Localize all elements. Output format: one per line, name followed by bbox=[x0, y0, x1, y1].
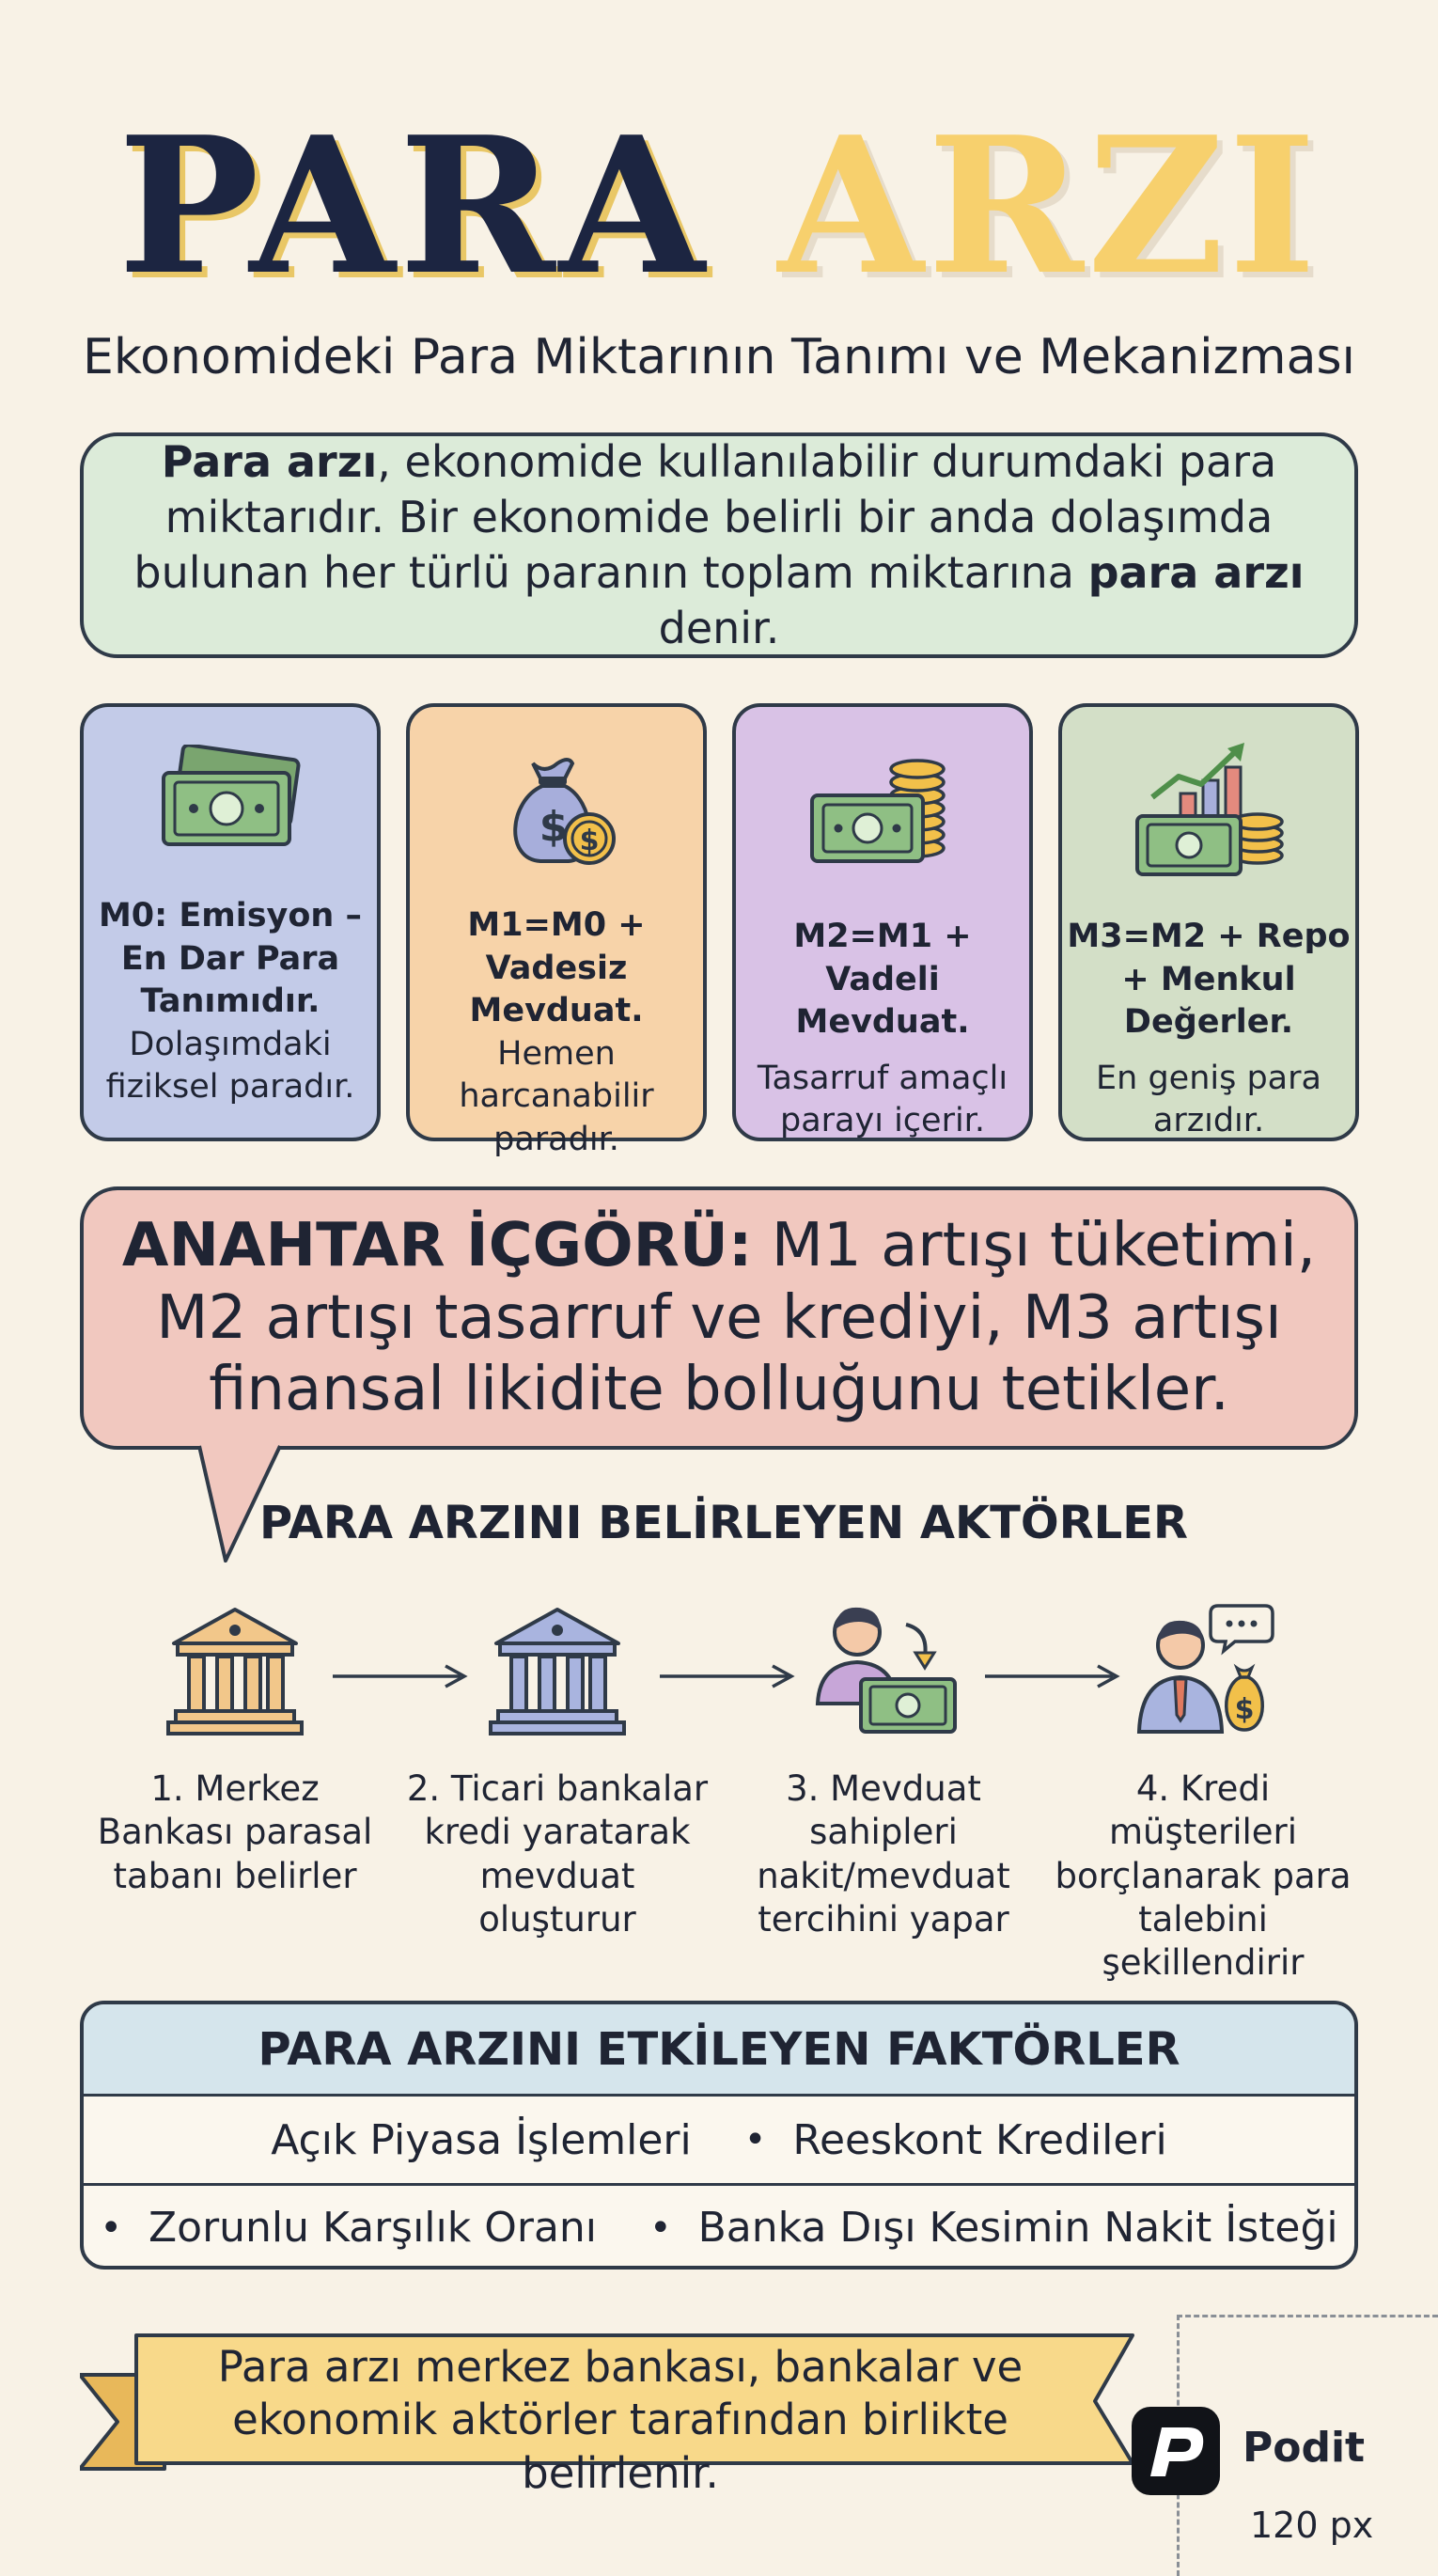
definition-bold-term: Para arzı bbox=[161, 436, 378, 488]
factor-item: • Reeskont Kredileri bbox=[744, 2116, 1167, 2164]
factor-rediscount: Reeskont Kredileri bbox=[792, 2115, 1167, 2164]
definition-bold-term-2: para arzı bbox=[1087, 547, 1305, 598]
actor-commercial-banks: 2. Ticari bankalar kredi yaratarak mevdu… bbox=[402, 1598, 712, 1941]
svg-text:$: $ bbox=[580, 825, 600, 857]
title-word-arzi: ARZI bbox=[777, 96, 1321, 317]
definition-text-part1: , ekonomide kullanılabilir durumdaki par… bbox=[133, 436, 1277, 598]
card-m1-heading: M1=M0 + Vadesiz Mevduat. bbox=[467, 906, 646, 1029]
cash-coins-icon bbox=[736, 745, 1029, 933]
card-m3: M3=M2 + Repo + Menkul Değerler. En geniş… bbox=[1058, 703, 1359, 1141]
definition-text: Para arzı, ekonomide kullanılabilir duru… bbox=[121, 434, 1317, 656]
ribbon-text: Para arzı merkez bankası, bankalar ve ek… bbox=[217, 2342, 1024, 2498]
factor-item: Açık Piyasa İşlemleri bbox=[271, 2116, 692, 2164]
key-insight-text: ANAHTAR İÇGÖRÜ: M1 artışı tüketimi, M2 a… bbox=[121, 1210, 1317, 1426]
card-m1: $ $ M1=M0 + Vadesiz Mevduat. Hemen harca… bbox=[406, 703, 707, 1158]
factor-cash-demand: Banka Dışı Kesimin Nakit İsteği bbox=[697, 2204, 1338, 2252]
bullet-icon: • bbox=[743, 2118, 767, 2161]
factor-item: • Banka Dışı Kesimin Nakit İsteği bbox=[649, 2204, 1338, 2252]
card-m2-description: Tasarruf amaçlı parayı içerir. bbox=[757, 1059, 1008, 1140]
crop-guide-horizontal bbox=[1177, 2315, 1438, 2317]
definition-box: Para arzı, ekonomide kullanılabilir duru… bbox=[80, 432, 1358, 658]
actor-borrowers: $ 4. Kredi müşterileri borçlanarak para … bbox=[1048, 1598, 1358, 1985]
actor-central-bank: 1. Merkez Bankası parasal tabanı belirle… bbox=[80, 1598, 390, 1898]
borrower-icon: $ bbox=[1048, 1598, 1358, 1749]
svg-text:$: $ bbox=[539, 803, 569, 851]
title-word-para: PARA bbox=[117, 96, 709, 317]
card-m2: M2=M1 + Vadeli Mevduat. Tasarruf amaçlı … bbox=[732, 703, 1033, 1141]
depositor-icon bbox=[728, 1598, 1039, 1749]
actor-depositors: 3. Mevduat sahipleri nakit/mevduat terci… bbox=[728, 1598, 1039, 1941]
actors-section-title: PARA ARZINI BELİRLEYEN AKTÖRLER bbox=[258, 1497, 1189, 1549]
factor-reserve-ratio: Zorunlu Karşılık Oranı bbox=[148, 2204, 598, 2252]
card-m0: M0: Emisyon – En Dar Para Tanımıdır. Dol… bbox=[80, 703, 381, 1141]
arrow-right-icon bbox=[985, 1664, 1120, 1689]
actor-3-label: 3. Mevduat sahipleri nakit/mevduat terci… bbox=[757, 1768, 1010, 1940]
card-m3-description: En geniş para arzıdır. bbox=[1096, 1059, 1321, 1140]
card-m0-description: Dolaşımdaki fiziksel paradır. bbox=[105, 1025, 355, 1107]
central-bank-icon bbox=[80, 1598, 390, 1749]
actor-2-label: 2. Ticari bankalar kredi yaratarak mevdu… bbox=[406, 1768, 709, 1940]
factors-row-2: • Zorunlu Karşılık Oranı • Banka Dışı Ke… bbox=[84, 2183, 1354, 2266]
bullet-icon: • bbox=[649, 2206, 672, 2250]
actor-1-label: 1. Merkez Bankası parasal tabanı belirle… bbox=[97, 1768, 373, 1896]
commercial-bank-icon bbox=[402, 1598, 712, 1749]
key-insight-label: ANAHTAR İÇGÖRÜ: bbox=[121, 1210, 753, 1280]
ribbon-banner bbox=[80, 2333, 1134, 2471]
growth-chart-money-icon bbox=[1062, 735, 1355, 923]
banknote-icon bbox=[84, 745, 377, 933]
money-bag-icon: $ $ bbox=[410, 735, 703, 923]
size-label: 120 px bbox=[1250, 2505, 1374, 2546]
key-insight-body: M1 artışı tüketimi, M2 artışı tasarruf v… bbox=[156, 1210, 1317, 1425]
actor-4-label: 4. Kredi müşterileri borçlanarak para ta… bbox=[1055, 1768, 1352, 1983]
factor-item: • Zorunlu Karşılık Oranı bbox=[100, 2204, 597, 2252]
card-m2-heading: M2=M1 + Vadeli Mevduat. bbox=[793, 918, 972, 1041]
card-m1-description: Hemen harcanabilir paradır. bbox=[459, 1034, 654, 1158]
factors-table: PARA ARZINI ETKİLEYEN FAKTÖRLER Açık Piy… bbox=[80, 2001, 1358, 2270]
definition-text-part2: denir. bbox=[658, 602, 780, 653]
svg-text:$: $ bbox=[1235, 1693, 1255, 1726]
key-insight-box: ANAHTAR İÇGÖRÜ: M1 artışı tüketimi, M2 a… bbox=[80, 1186, 1358, 1450]
card-m3-heading: M3=M2 + Repo + Menkul Değerler. bbox=[1067, 918, 1351, 1041]
arrow-right-icon bbox=[660, 1664, 795, 1689]
podit-logo-text: Podit bbox=[1243, 2424, 1366, 2472]
page-title: PARA ARZI bbox=[0, 113, 1438, 301]
card-m0-heading: M0: Emisyon – En Dar Para Tanımıdır. bbox=[98, 897, 363, 1020]
factors-table-header: PARA ARZINI ETKİLEYEN FAKTÖRLER bbox=[84, 2004, 1354, 2097]
bullet-icon: • bbox=[100, 2206, 122, 2250]
page-subtitle: Ekonomideki Para Miktarının Tanımı ve Me… bbox=[83, 329, 1355, 385]
podit-logo-icon bbox=[1132, 2407, 1220, 2495]
factors-row-1: Açık Piyasa İşlemleri • Reeskont Kredile… bbox=[84, 2097, 1354, 2183]
arrow-right-icon bbox=[333, 1664, 468, 1689]
factor-open-market: Açık Piyasa İşlemleri bbox=[271, 2115, 692, 2164]
speech-bubble-tail bbox=[197, 1444, 282, 1563]
